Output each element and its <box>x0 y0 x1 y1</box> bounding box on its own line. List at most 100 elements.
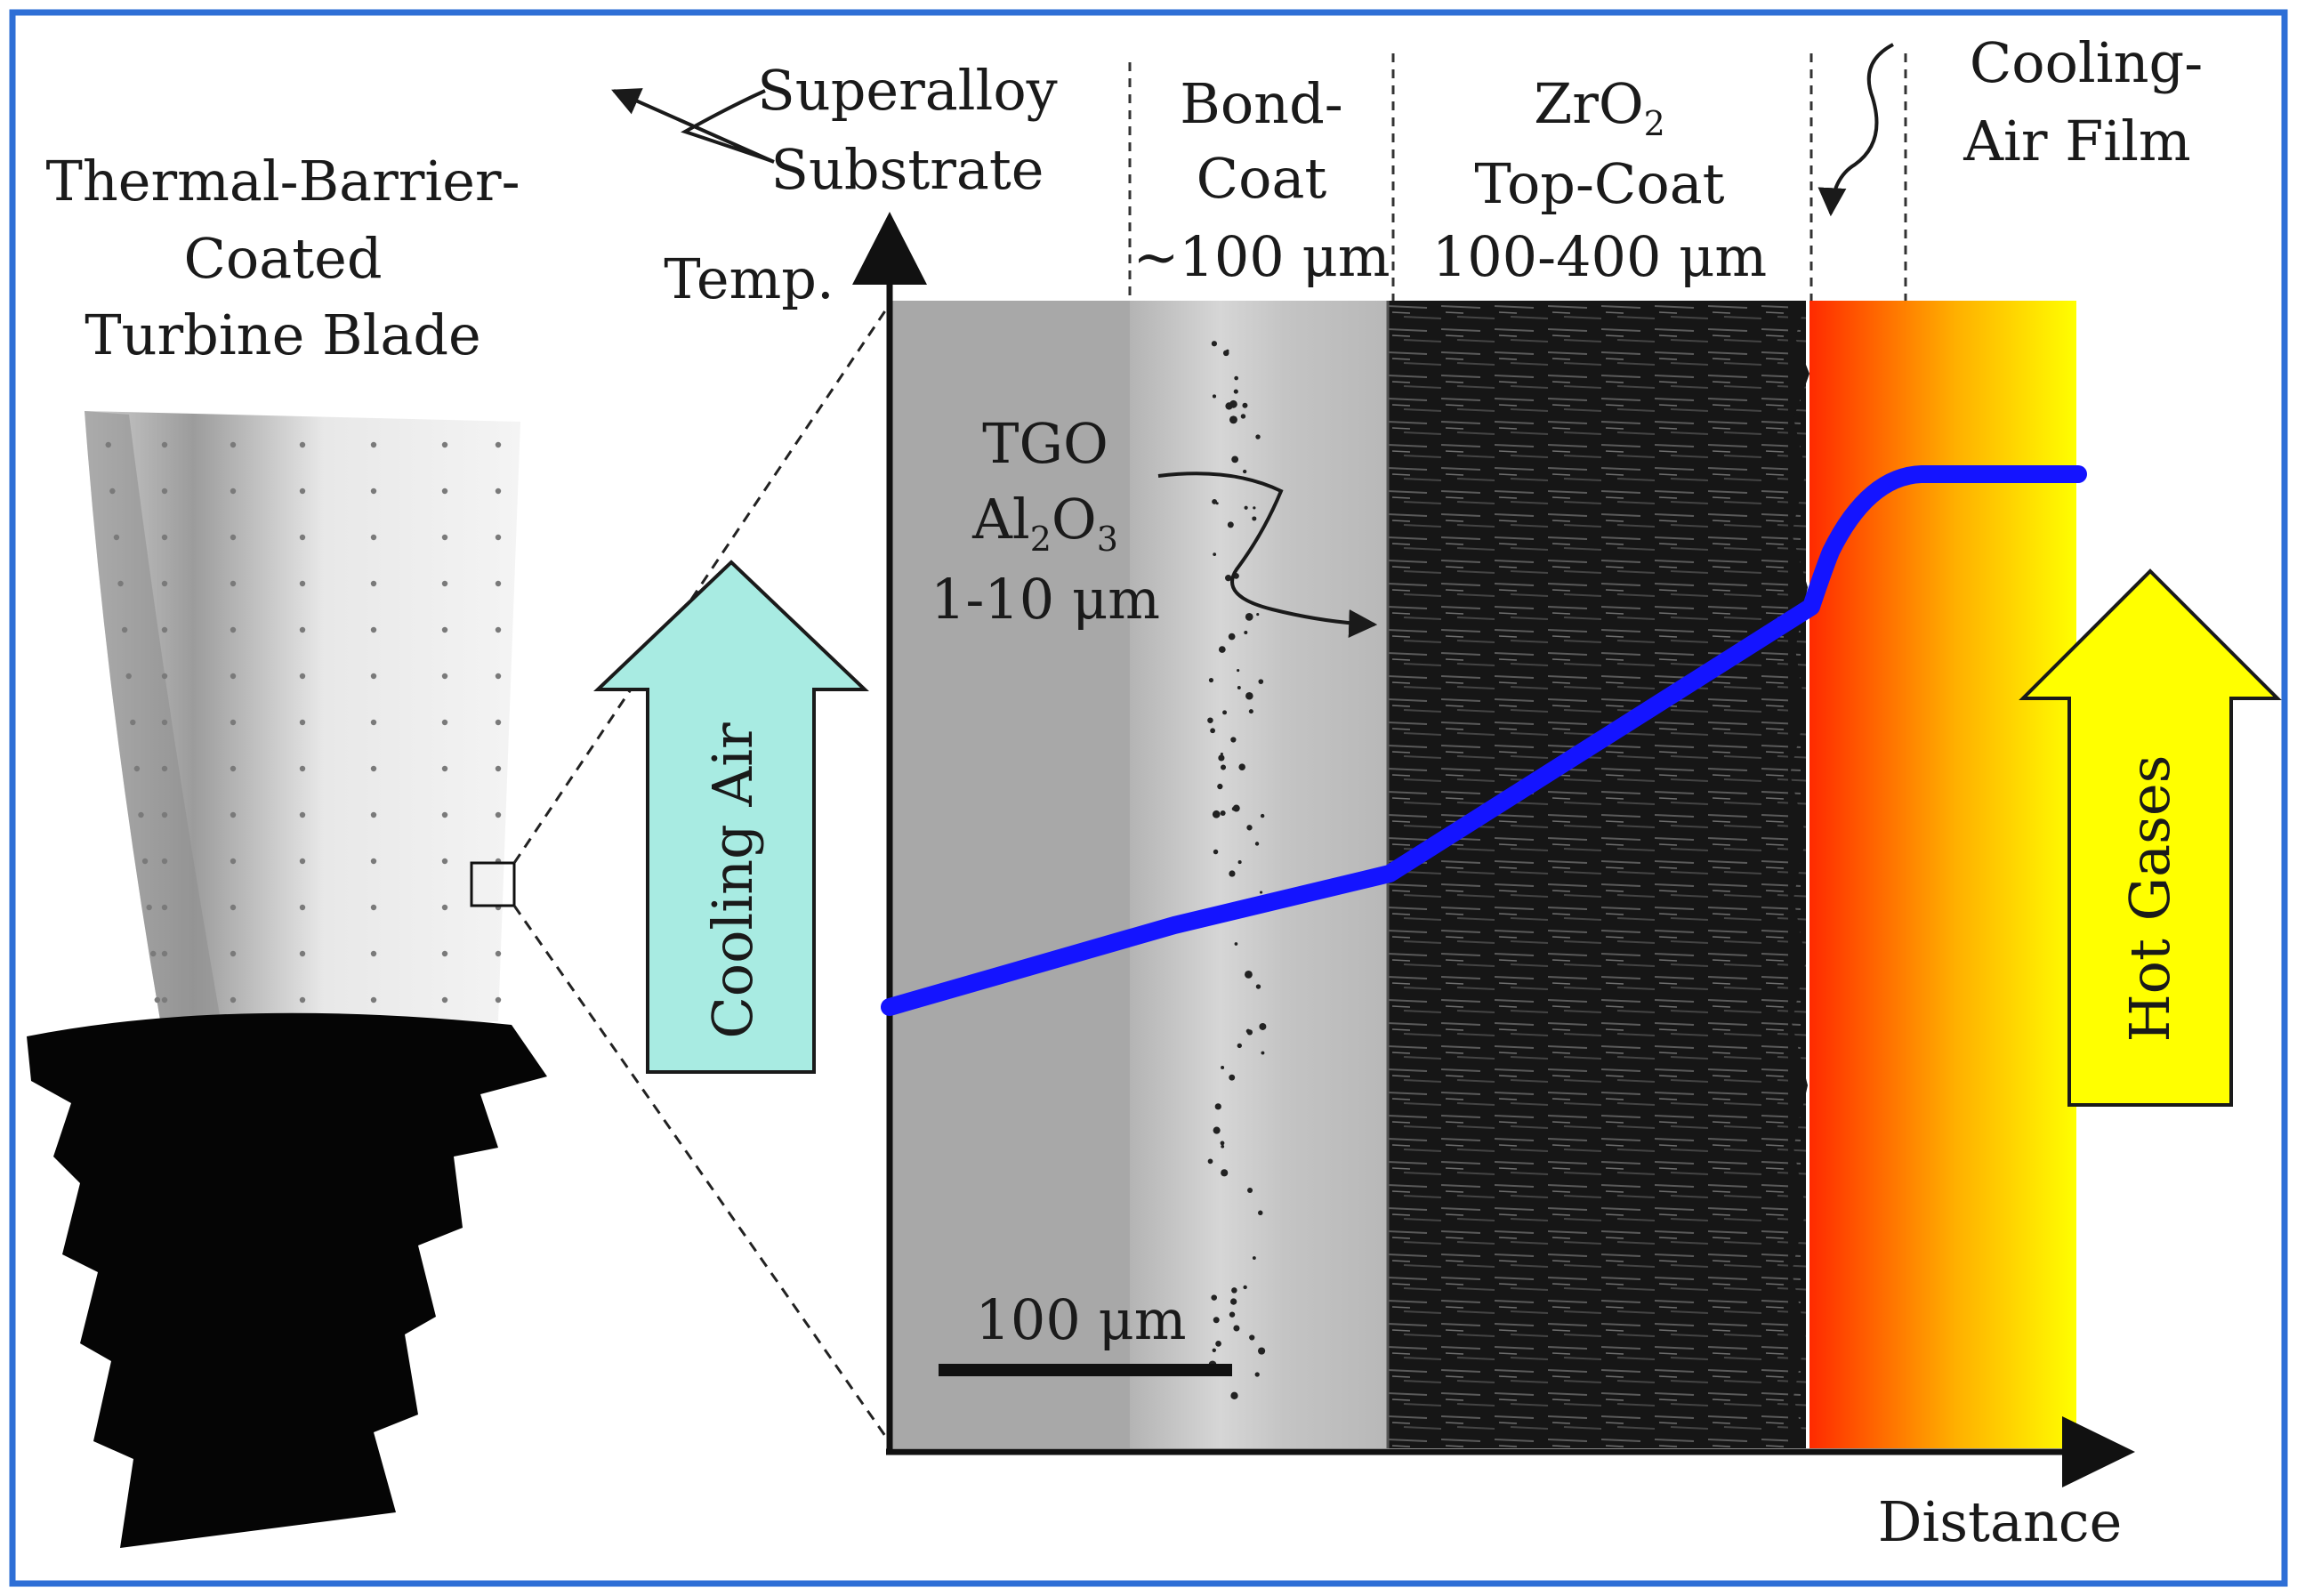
cooling-hole <box>441 904 448 911</box>
bond-coat-void <box>1240 414 1246 419</box>
cooling-hole <box>105 441 111 448</box>
bond-coat-void <box>1252 516 1257 521</box>
cooling-air-label: Cooling Air <box>700 722 765 1039</box>
cooling-hole <box>495 950 502 957</box>
cooling-hole <box>495 673 502 680</box>
bond-coat-void <box>1217 783 1223 790</box>
cooling-hole <box>230 534 237 541</box>
bond-coat-void <box>1221 1144 1225 1149</box>
top-coat-label: Top-Coat <box>1474 151 1724 216</box>
bond-coat-voids <box>1207 341 1267 1399</box>
bond-coat-void <box>1221 764 1227 770</box>
cooling-hole <box>495 811 502 818</box>
bond-coat-void <box>1255 984 1261 989</box>
bond-coat-void <box>1256 613 1260 617</box>
bond-coat-void <box>1215 1340 1221 1347</box>
plot-axes <box>852 212 2135 1487</box>
bond-coat-region <box>1130 301 1388 1448</box>
cooling-hole <box>121 626 128 633</box>
bond-coat-void <box>1220 1141 1225 1146</box>
top-coat-thickness: 100-400 μm <box>1432 224 1767 289</box>
bond-coat-void <box>1259 1022 1267 1030</box>
substrate-region <box>890 301 1130 1448</box>
cooling-hole <box>161 858 168 865</box>
tgo-label: TGO <box>982 411 1108 476</box>
top-coat-rough-edge <box>1788 301 1809 1448</box>
top-coat-region <box>1388 301 1806 1448</box>
bond-coat-void <box>1221 1169 1229 1177</box>
cooling-hole <box>441 441 448 448</box>
cooling-hole <box>370 996 377 1004</box>
cooling-hole <box>370 811 377 818</box>
bond-coat-void <box>1207 1158 1213 1165</box>
cooling-hole <box>230 580 237 587</box>
blade-title-line-3: Turbine Blade <box>85 302 481 367</box>
cooling-hole <box>299 534 306 541</box>
bond-coat-void <box>1212 810 1221 818</box>
cooling-hole <box>299 580 306 587</box>
cooling-hole <box>441 580 448 587</box>
bond-coat-void <box>1259 891 1263 894</box>
cooling-hole <box>299 765 306 772</box>
cooling-hole <box>441 534 448 541</box>
tgo-formula-o-sub: 3 <box>1097 520 1118 559</box>
temperature-profile-curve <box>881 465 2087 1016</box>
cooling-hole <box>161 534 168 541</box>
bond-coat-void <box>1226 349 1229 353</box>
bond-coat-void <box>1245 970 1253 979</box>
bond-coat-void <box>1212 394 1217 399</box>
bond-coat-void <box>1245 691 1253 700</box>
tgo-formula-al-sub: 2 <box>1030 520 1052 559</box>
air-film-label-line-1: Cooling- <box>1970 30 2203 95</box>
bond-coat-void <box>1213 849 1219 855</box>
cooling-hole <box>299 626 306 633</box>
cooling-hole <box>299 858 306 865</box>
cooling-hole <box>370 488 377 495</box>
bond-coat-void <box>1228 633 1236 641</box>
cooling-hole <box>299 811 306 818</box>
bond-coat-void <box>1237 669 1240 673</box>
cooling-hole <box>141 858 149 865</box>
cooling-hole <box>299 488 306 495</box>
bond-coat-void <box>1231 1287 1237 1294</box>
bond-coat-void <box>1258 1347 1266 1355</box>
bond-coat-void <box>1233 1325 1240 1332</box>
cooling-hole <box>495 488 502 495</box>
bond-coat-void <box>1246 825 1253 831</box>
bond-coat-void <box>1213 552 1217 557</box>
cooling-hole <box>299 996 306 1004</box>
turbine-blade-illustration <box>27 303 891 1548</box>
cooling-hole <box>370 626 377 633</box>
x-axis-arrowhead <box>2062 1416 2135 1487</box>
cooling-hole <box>495 441 502 448</box>
cooling-hole <box>370 534 377 541</box>
cooling-hole <box>161 765 168 772</box>
bond-coat-void <box>1237 1043 1242 1049</box>
cooling-hole <box>370 580 377 587</box>
cooling-hole <box>441 626 448 633</box>
cooling-hole <box>441 719 448 726</box>
y-axis-label: Temp. <box>664 246 834 311</box>
blade-title-line-2: Coated <box>183 226 382 291</box>
cooling-hole <box>230 673 237 680</box>
zoom-line-top <box>512 303 891 864</box>
bond-coat-void <box>1244 505 1248 510</box>
bond-coat-void <box>1210 728 1216 734</box>
cooling-hole <box>230 811 237 818</box>
cooling-hole <box>495 626 502 633</box>
cooling-hole <box>441 950 448 957</box>
bond-coat-void <box>1220 810 1226 817</box>
bond-coat-void <box>1244 631 1248 635</box>
tgo-formula: Al2O3 <box>971 487 1118 559</box>
bond-coat-void <box>1207 717 1213 723</box>
cooling-hole <box>230 719 237 726</box>
cooling-hole <box>495 534 502 541</box>
tgo-formula-al: Al <box>971 487 1030 552</box>
bond-coat-void <box>1227 521 1234 528</box>
cooling-hole <box>130 719 136 726</box>
substrate-label-line-1: Superalloy <box>757 58 1057 123</box>
tgo-pointer-arrow <box>1157 472 1378 638</box>
cooling-hole <box>161 626 168 633</box>
bond-coat-void <box>1238 763 1245 770</box>
